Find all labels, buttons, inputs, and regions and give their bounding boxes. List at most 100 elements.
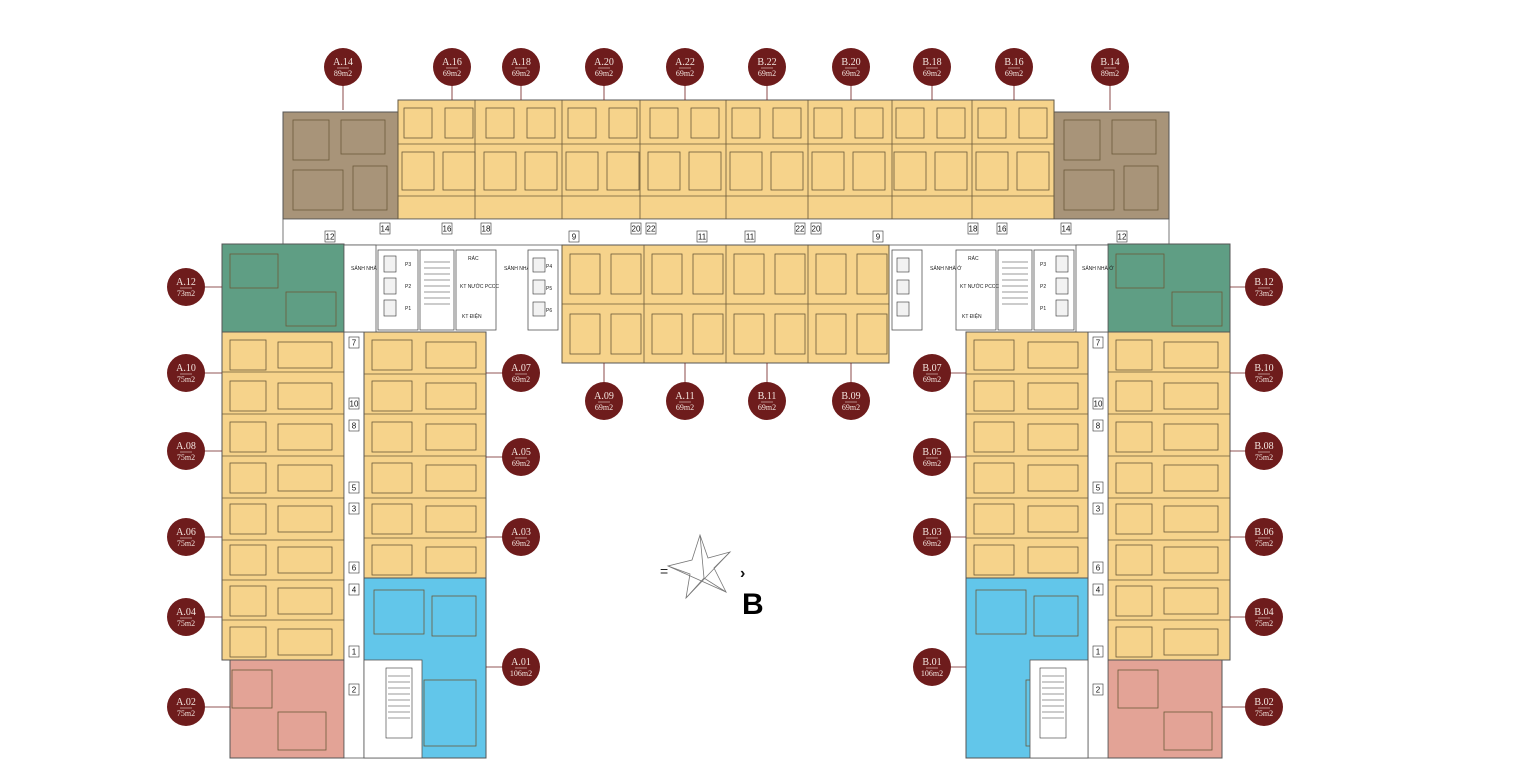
door-number: 8	[1092, 419, 1104, 432]
unit-area: 75m2	[177, 709, 195, 718]
unit-id: B.03	[922, 527, 941, 538]
unit-area: 75m2	[1255, 709, 1273, 718]
svg-text:2: 2	[352, 686, 357, 695]
door-number: 4	[1092, 583, 1104, 596]
svg-text:8: 8	[1096, 422, 1101, 431]
unit-area: 89m2	[334, 69, 352, 78]
door-number: 1	[1092, 645, 1104, 658]
unit-id: A.07	[511, 363, 531, 374]
lift-p4: P4	[546, 264, 552, 270]
svg-text:20: 20	[632, 225, 641, 234]
badge-circle	[913, 518, 951, 556]
unit-id: B.14	[1100, 57, 1119, 68]
svg-text:2: 2	[1096, 686, 1101, 695]
zone-right-outer[interactable]	[1107, 331, 1231, 661]
badge-circle	[167, 598, 205, 636]
svg-text:5: 5	[1096, 484, 1101, 493]
badge-circle	[1245, 688, 1283, 726]
badge-circle	[1091, 48, 1129, 86]
unit-id: A.01	[511, 657, 531, 668]
unit-area: 69m2	[758, 403, 776, 412]
unit-id: B.22	[757, 57, 776, 68]
lobby-label-right: SẢNH NHÀ Ở	[1082, 265, 1114, 272]
unit-area: 69m2	[676, 403, 694, 412]
door-number: 7	[348, 336, 360, 349]
zone-a02[interactable]	[229, 659, 345, 759]
door-number: 22	[645, 222, 657, 235]
zone-right-inner[interactable]	[965, 331, 1089, 579]
badge-circle	[1245, 268, 1283, 306]
zone-a14[interactable]	[282, 111, 399, 220]
zone-b14[interactable]	[1053, 111, 1170, 220]
unit-area: 75m2	[177, 619, 195, 628]
zone-left-outer[interactable]	[221, 331, 345, 661]
unit-id: A.09	[594, 391, 614, 402]
unit-area: 69m2	[595, 403, 613, 412]
unit-area: 69m2	[676, 69, 694, 78]
door-number: 3	[348, 502, 360, 515]
svg-text:11: 11	[698, 233, 707, 242]
interior-walls	[222, 100, 1230, 751]
door-number: 5	[348, 481, 360, 494]
stair-left	[419, 249, 455, 331]
svg-text:16: 16	[998, 225, 1007, 234]
svg-text:10: 10	[350, 400, 359, 409]
fire-left: KT NƯỚC PCCC	[460, 283, 499, 290]
svg-text:1: 1	[1096, 648, 1101, 657]
unit-id: A.05	[511, 447, 531, 458]
badge-circle	[666, 382, 704, 420]
svg-text:3: 3	[1096, 505, 1101, 514]
badge-circle	[585, 382, 623, 420]
unit-area: 75m2	[1255, 453, 1273, 462]
unit-id: B.16	[1004, 57, 1023, 68]
door-number: 10	[348, 397, 360, 410]
unit-area: 73m2	[177, 289, 195, 298]
trash-right: RÁC	[968, 255, 979, 262]
badge-circle	[167, 432, 205, 470]
svg-text:4: 4	[1096, 586, 1101, 595]
zone-left-inner[interactable]	[363, 331, 487, 579]
door-number: 20	[810, 222, 822, 235]
zone-b02[interactable]	[1107, 659, 1223, 759]
badge-circle	[832, 48, 870, 86]
door-number: 4	[348, 583, 360, 596]
lobby-label-left: SẢNH NHÀ Ở	[351, 265, 383, 272]
service-right	[955, 249, 997, 331]
door-number: 2	[348, 683, 360, 696]
